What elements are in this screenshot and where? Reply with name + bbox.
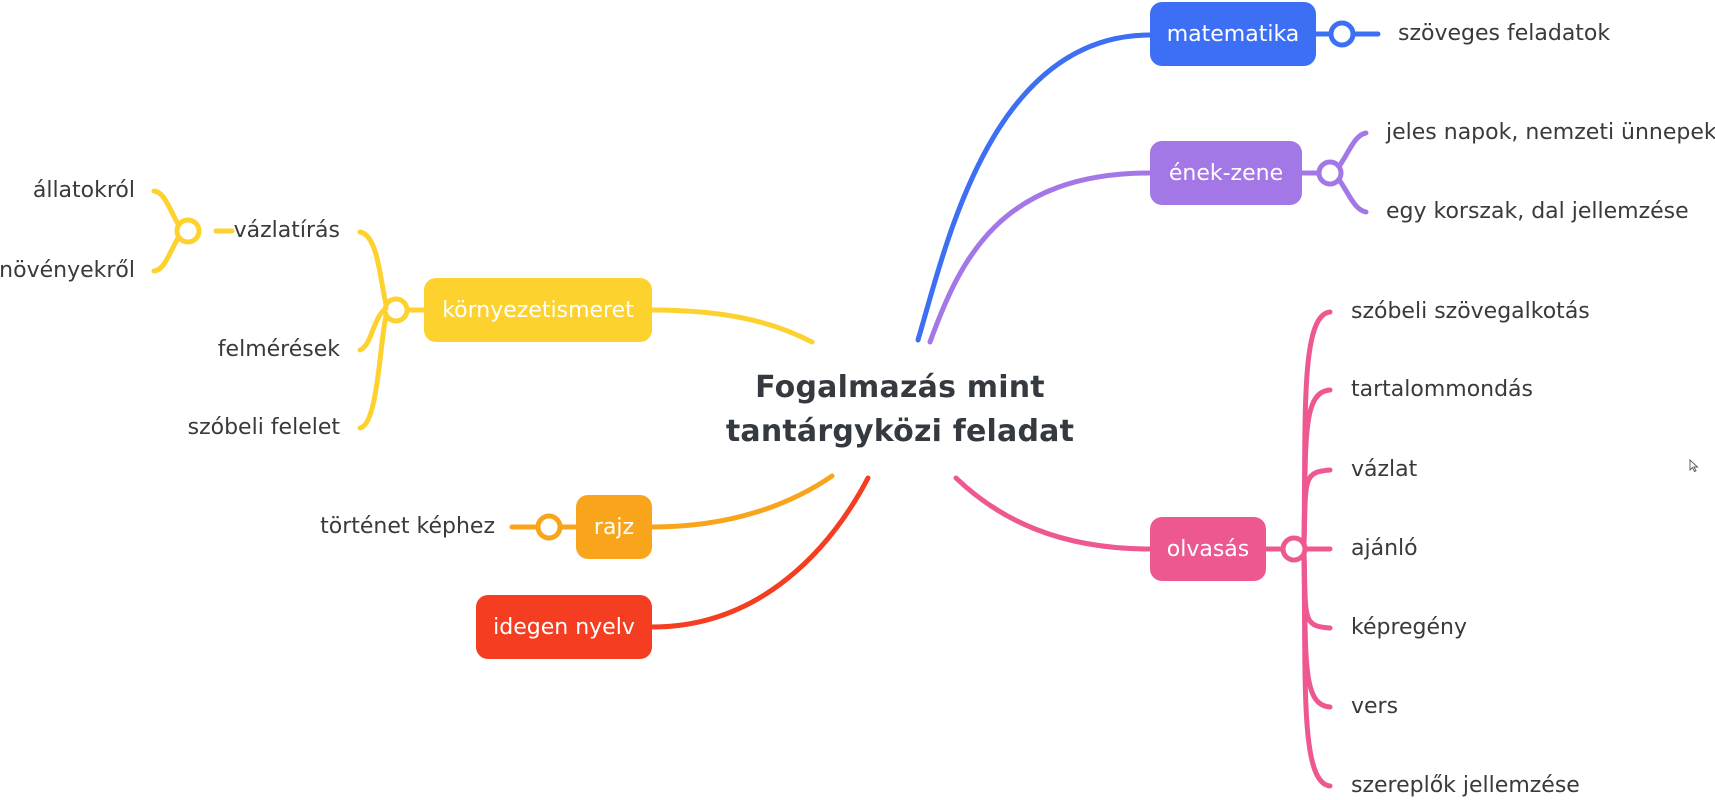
subtopic-novenyekrol[interactable]: növényekről bbox=[0, 258, 135, 283]
connector-kornyezetismeret bbox=[151, 188, 815, 431]
subtopic-szereplok-jellemzese[interactable]: szereplők jellemzése bbox=[1351, 773, 1580, 798]
subtopic-kepregeny[interactable]: képregény bbox=[1351, 615, 1468, 640]
topic-rajz[interactable]: rajz bbox=[576, 495, 652, 559]
topic-kornyezetismeret[interactable]: környezetismeret bbox=[424, 278, 652, 342]
connector-idegen-nyelv bbox=[649, 475, 871, 630]
connector-enek-zene bbox=[927, 130, 1369, 345]
central-topic-line-1: Fogalmazás mint bbox=[755, 370, 1045, 405]
connector-olvasas bbox=[953, 309, 1333, 789]
connector-matematika bbox=[915, 20, 1381, 343]
subtopic-ajanlo[interactable]: ajánló bbox=[1351, 536, 1418, 561]
central-topic-line-2: tantárgyközi feladat bbox=[725, 414, 1075, 449]
topic-enek-zene[interactable]: ének-zene bbox=[1150, 141, 1302, 205]
subtopic-tartalommondas[interactable]: tartalommondás bbox=[1351, 377, 1534, 402]
subtopic-vers[interactable]: vers bbox=[1351, 694, 1399, 719]
central-topic[interactable]: Fogalmazás mint tantárgyközi feladat bbox=[700, 366, 1100, 454]
subtopic-tortenet-kephez[interactable]: történet képhez bbox=[320, 514, 495, 539]
mouse-cursor-icon bbox=[1689, 459, 1699, 473]
subtopic-allatokrol[interactable]: állatokról bbox=[32, 178, 135, 203]
subtopic-jeles-napok[interactable]: jeles napok, nemzeti ünnepek bbox=[1386, 120, 1715, 145]
topic-olvasas[interactable]: olvasás bbox=[1150, 517, 1266, 581]
subtopic-egy-korszak[interactable]: egy korszak, dal jellemzése bbox=[1386, 199, 1689, 224]
subtopic-felmeresek[interactable]: felmérések bbox=[217, 337, 340, 362]
topic-matematika[interactable]: matematika bbox=[1150, 2, 1316, 66]
subtopic-szobeli-felelet[interactable]: szóbeli felelet bbox=[187, 415, 340, 440]
subtopic-vazlatiras[interactable]: vázlatírás bbox=[233, 218, 340, 243]
subtopic-szoveges-feladatok[interactable]: szöveges feladatok bbox=[1398, 21, 1611, 46]
topic-idegen-nyelv[interactable]: idegen nyelv bbox=[476, 595, 652, 659]
subtopic-vazlat[interactable]: vázlat bbox=[1351, 457, 1418, 482]
connector-rajz bbox=[509, 473, 835, 541]
subtopic-szobeli-szovegalkotas[interactable]: szóbeli szövegalkotás bbox=[1351, 299, 1590, 324]
